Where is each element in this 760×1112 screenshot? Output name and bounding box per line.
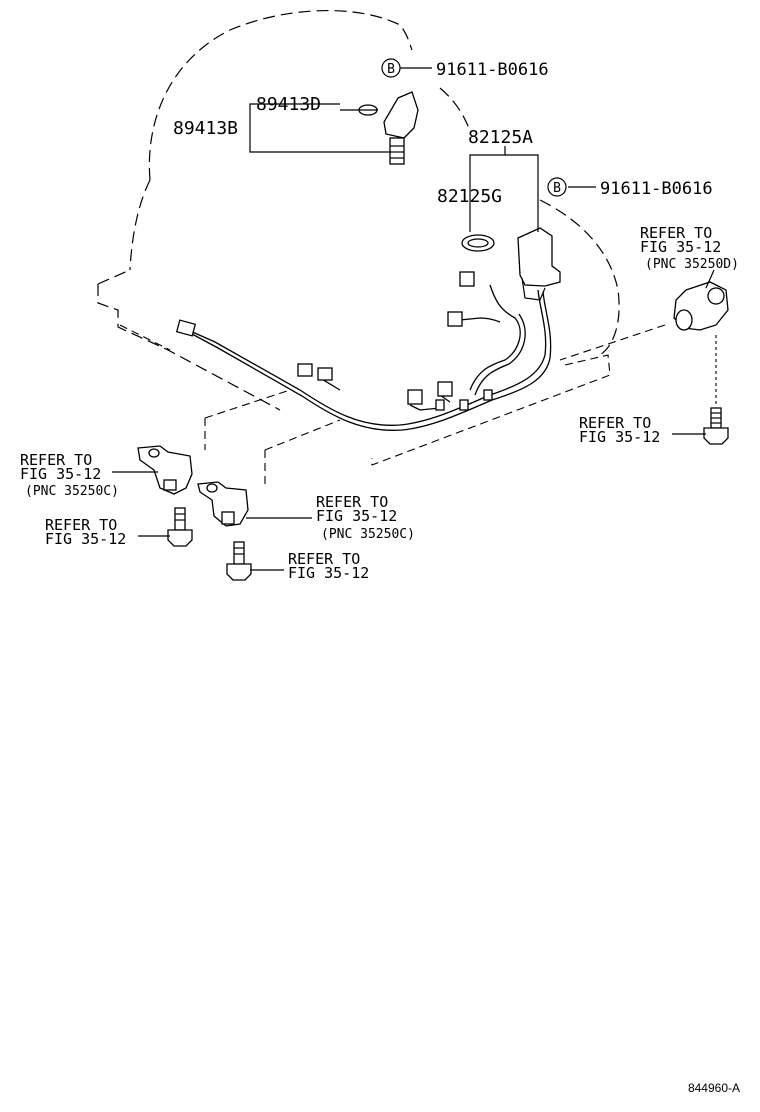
badge-letter: B (387, 62, 395, 77)
bolt-callout-right: B 91611-B0616 (547, 177, 713, 199)
bolt-center (226, 541, 252, 581)
part-number-label: 91611-B0616 (600, 179, 713, 199)
reference-pnc: (PNC 35250C) (321, 527, 415, 542)
sensor-center (197, 481, 249, 527)
reference-line2: FIG 35-12 (579, 428, 660, 446)
reference-left-sensor: REFER TO FIG 35-12 (PNC 35250C) (20, 451, 119, 499)
badge-letter: B (553, 181, 561, 196)
speed-sensor-89413b (383, 91, 419, 165)
part-label-89413b: 89413B (173, 118, 238, 139)
reference-line2: FIG 35-12 (45, 530, 126, 548)
reference-line1: REFER TO (316, 493, 388, 511)
bolt-callout-top: B 91611-B0616 (381, 58, 549, 80)
leader-lines (112, 67, 715, 571)
reference-upper-right: REFER TO FIG 35-12 (PNC 35250D) (640, 224, 739, 272)
reference-line2: FIG 35-12 (288, 564, 369, 582)
reference-line2: FIG 35-12 (316, 507, 397, 525)
reference-line2: FIG 35-12 (20, 465, 101, 483)
transmission-outline (97, 10, 666, 485)
reference-left-bolt: REFER TO FIG 35-12 (45, 516, 126, 548)
bolt-left (167, 507, 193, 547)
part-label-82125g: 82125G (437, 186, 502, 207)
reference-center-bolt: REFER TO FIG 35-12 (288, 550, 369, 582)
reference-pnc: (PNC 35250D) (645, 257, 739, 272)
reference-line1: REFER TO (640, 224, 712, 242)
sensor-left (137, 445, 193, 495)
speed-sensor-82125a (517, 227, 561, 301)
reference-line1: REFER TO (579, 414, 651, 432)
bolt-right (703, 407, 729, 445)
part-number-label: 91611-B0616 (436, 60, 549, 80)
reference-center-sensor: REFER TO FIG 35-12 (PNC 35250C) (316, 493, 415, 542)
sensor-upper-right (673, 281, 729, 331)
part-label-89413d: 89413D (256, 94, 321, 115)
reference-line1: REFER TO (45, 516, 117, 534)
reference-line1: REFER TO (288, 550, 360, 568)
reference-pnc: (PNC 35250C) (25, 484, 119, 499)
drawing-number: 844960-A (688, 1081, 740, 1095)
reference-line1: REFER TO (20, 451, 92, 469)
wire-harness (175, 271, 552, 431)
reference-line2: FIG 35-12 (640, 238, 721, 256)
reference-right-bolt: REFER TO FIG 35-12 (579, 414, 660, 446)
part-label-82125a: 82125A (468, 127, 533, 148)
